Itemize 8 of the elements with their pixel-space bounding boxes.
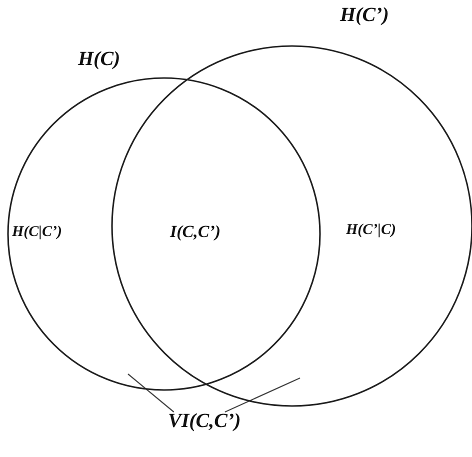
leader-line	[224, 377, 300, 413]
region-label: I(C,C’)	[170, 222, 221, 242]
set-label: H(C’)	[340, 4, 389, 27]
region-label: H(C|C’)	[12, 224, 62, 241]
distance-label: VI(C,C’)	[168, 410, 241, 433]
region-label: H(C’|C)	[346, 222, 396, 239]
leader-line	[128, 374, 174, 412]
set-label: H(C)	[78, 48, 120, 71]
